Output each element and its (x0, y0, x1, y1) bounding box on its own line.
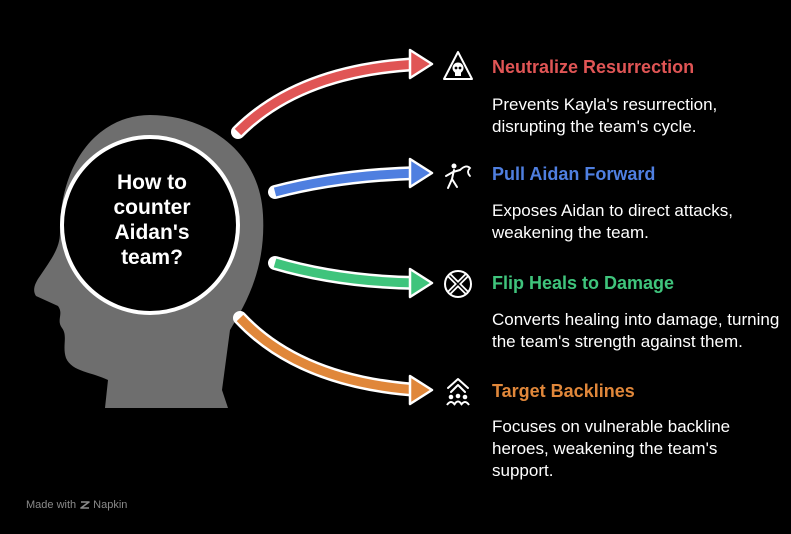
arrow-neutralize (231, 48, 434, 139)
item-desc-neutralize-resurrection: Prevents Kayla's resurrection, disruptin… (492, 95, 718, 136)
arrow-target (233, 311, 434, 406)
head-circle-outline (60, 135, 240, 315)
footer-made-with: Made with (26, 499, 77, 511)
item-desc-target-backlines: Focuses on vulnerable backline heroes, w… (492, 417, 731, 480)
item-desc-pull-aidan-forward: Exposes Aidan to direct attacks, weakeni… (492, 201, 733, 242)
group-up-arrows-icon (446, 378, 470, 406)
skull-warning-icon (443, 51, 473, 80)
napkin-logo-icon (80, 501, 90, 509)
item-desc-flip-heals: Converts healing into damage, turning th… (492, 310, 780, 351)
pull-figure-icon (445, 163, 472, 189)
item-title-target-backlines: Target Backlines (492, 381, 635, 401)
center-question: How to counter Aidan's team? (113, 171, 191, 269)
crossed-bandage-icon (444, 270, 472, 298)
item-title-pull-aidan-forward: Pull Aidan Forward (492, 164, 656, 184)
item-title-flip-heals: Flip Heals to Damage (492, 273, 675, 293)
footer-brand-name: Napkin (93, 499, 128, 511)
item-title-neutralize-resurrection: Neutralize Resurrection (492, 57, 695, 77)
footer-brand: Napkin (80, 499, 127, 511)
arrow-pull (268, 157, 434, 199)
footer-watermark: Made with Napkin (26, 499, 127, 511)
arrow-flip (268, 256, 434, 299)
